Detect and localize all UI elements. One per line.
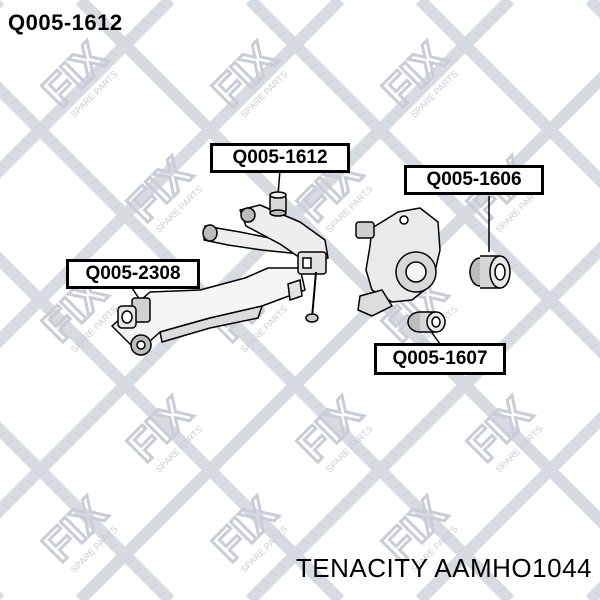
watermark-line xyxy=(0,0,345,349)
bushing-q005-1607 xyxy=(407,311,446,333)
bushing-q005-1606 xyxy=(469,255,511,289)
callout-q005-2308: Q005-2308 xyxy=(66,259,200,289)
footer-part-number: TENACITY AAMHO1044 xyxy=(295,553,592,583)
lower-link-arm xyxy=(239,204,329,263)
page-title: Q005-1612 xyxy=(8,10,123,35)
watermark-line xyxy=(0,0,175,179)
callout-q005-1612: Q005-1612 xyxy=(210,143,350,173)
leader-line-1612 xyxy=(277,169,281,196)
bushing-q005-1612 xyxy=(269,191,287,217)
bracket-assembly xyxy=(287,251,327,323)
callout-q005-1606: Q005-1606 xyxy=(404,165,544,195)
trailing-arm xyxy=(111,267,306,353)
watermark-line xyxy=(245,241,600,600)
steering-knuckle xyxy=(355,207,441,317)
watermark-line xyxy=(415,411,600,600)
callout-q005-1607: Q005-1607 xyxy=(374,343,506,375)
watermark-line xyxy=(0,421,175,600)
watermark-line xyxy=(415,0,600,189)
bushing-q005-2308 xyxy=(117,297,152,356)
